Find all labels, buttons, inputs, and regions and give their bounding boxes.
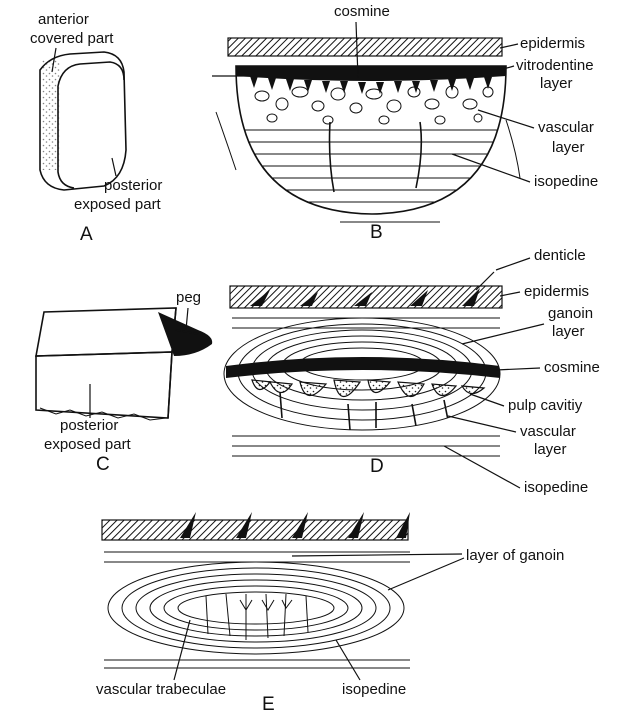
leader-epidermis-b — [500, 44, 518, 48]
ganoin-top-surface-c — [36, 308, 176, 356]
vascular-trabeculae-e — [206, 594, 308, 640]
leader-denticle-d — [496, 258, 530, 270]
leader-pulp-d — [470, 394, 504, 406]
label-cosmine-b: cosmine — [334, 3, 390, 20]
leader-epidermis-d — [500, 292, 520, 296]
label-isopedine-e: isopedine — [342, 681, 406, 698]
label-ganoin-d-line1: ganoin — [548, 305, 593, 322]
label-cosmine-d: cosmine — [544, 359, 600, 376]
label-anterior-line1: anterior — [38, 11, 89, 28]
caption-b: B — [370, 222, 383, 243]
epidermis-band-e — [102, 520, 408, 540]
label-posterior-a-line1: posterior — [104, 177, 162, 194]
vascular-cells-b — [255, 86, 493, 124]
label-ganoin-d-line2: layer — [552, 323, 585, 340]
panel-c: peg posterior exposed part C — [36, 289, 212, 475]
vitrodentine-layer-b — [236, 66, 506, 81]
label-trabeculae-e: vascular trabeculae — [96, 681, 226, 698]
leader-cosmine-d — [496, 368, 540, 370]
scale-side-c — [36, 352, 172, 418]
panel-a: anterior covered part posterior exposed … — [30, 11, 162, 245]
panel-e: layer of ganoin vascular trabeculae isop… — [96, 512, 564, 712]
label-vascular-d-line1: vascular — [520, 423, 576, 440]
leader-vascular-d — [448, 416, 516, 432]
canal-b-1 — [330, 122, 335, 192]
caption-d: D — [370, 456, 384, 477]
label-posterior-c-line2: exposed part — [44, 436, 132, 453]
label-vitrodentine-b-line1: vitrodentine — [516, 57, 594, 74]
leader-ganoin-d — [462, 324, 544, 344]
label-epidermis-d: epidermis — [524, 283, 589, 300]
peg-c — [158, 312, 212, 356]
panel-d: denticle epidermis ganoin layer cosmine … — [224, 247, 600, 496]
label-vascular-b-line1: vascular — [538, 119, 594, 136]
scale-body-b — [236, 66, 506, 214]
label-peg-c: peg — [176, 289, 201, 306]
label-posterior-a-line2: exposed part — [74, 196, 162, 213]
label-posterior-c-line1: posterior — [60, 417, 118, 434]
label-vascular-d-line2: layer — [534, 441, 567, 458]
label-pulp-d: pulp cavitiy — [508, 397, 583, 414]
label-isopedine-d: isopedine — [524, 479, 588, 496]
leader-isopedine-d — [444, 446, 520, 488]
label-epidermis-b: epidermis — [520, 35, 585, 52]
leader-trabeculae-e — [174, 620, 190, 680]
isopedine-lines-b — [230, 130, 510, 202]
ganoin-rings-e — [108, 562, 404, 654]
label-isopedine-b: isopedine — [534, 173, 598, 190]
caption-e: E — [262, 694, 275, 712]
caption-c: C — [96, 454, 110, 475]
caption-a: A — [80, 224, 93, 245]
label-vascular-b-line2: layer — [552, 139, 585, 156]
label-vitrodentine-b-line2: layer — [540, 75, 573, 92]
cosmine-layer-d — [226, 357, 500, 378]
epidermis-band-b — [228, 38, 502, 56]
label-ganoin-e: layer of ganoin — [466, 547, 564, 564]
leader-posterior-a — [112, 158, 116, 176]
leader-vascular-b — [478, 110, 534, 128]
covered-part-stipple — [42, 60, 60, 170]
label-anterior-line2: covered part — [30, 30, 114, 47]
label-denticle-d: denticle — [534, 247, 586, 264]
leader-ganoin-e-2 — [388, 558, 464, 590]
panel-b: cosmine epidermis vitrodentine layer vas… — [212, 3, 598, 243]
leader-ganoin-e-1 — [292, 554, 462, 556]
